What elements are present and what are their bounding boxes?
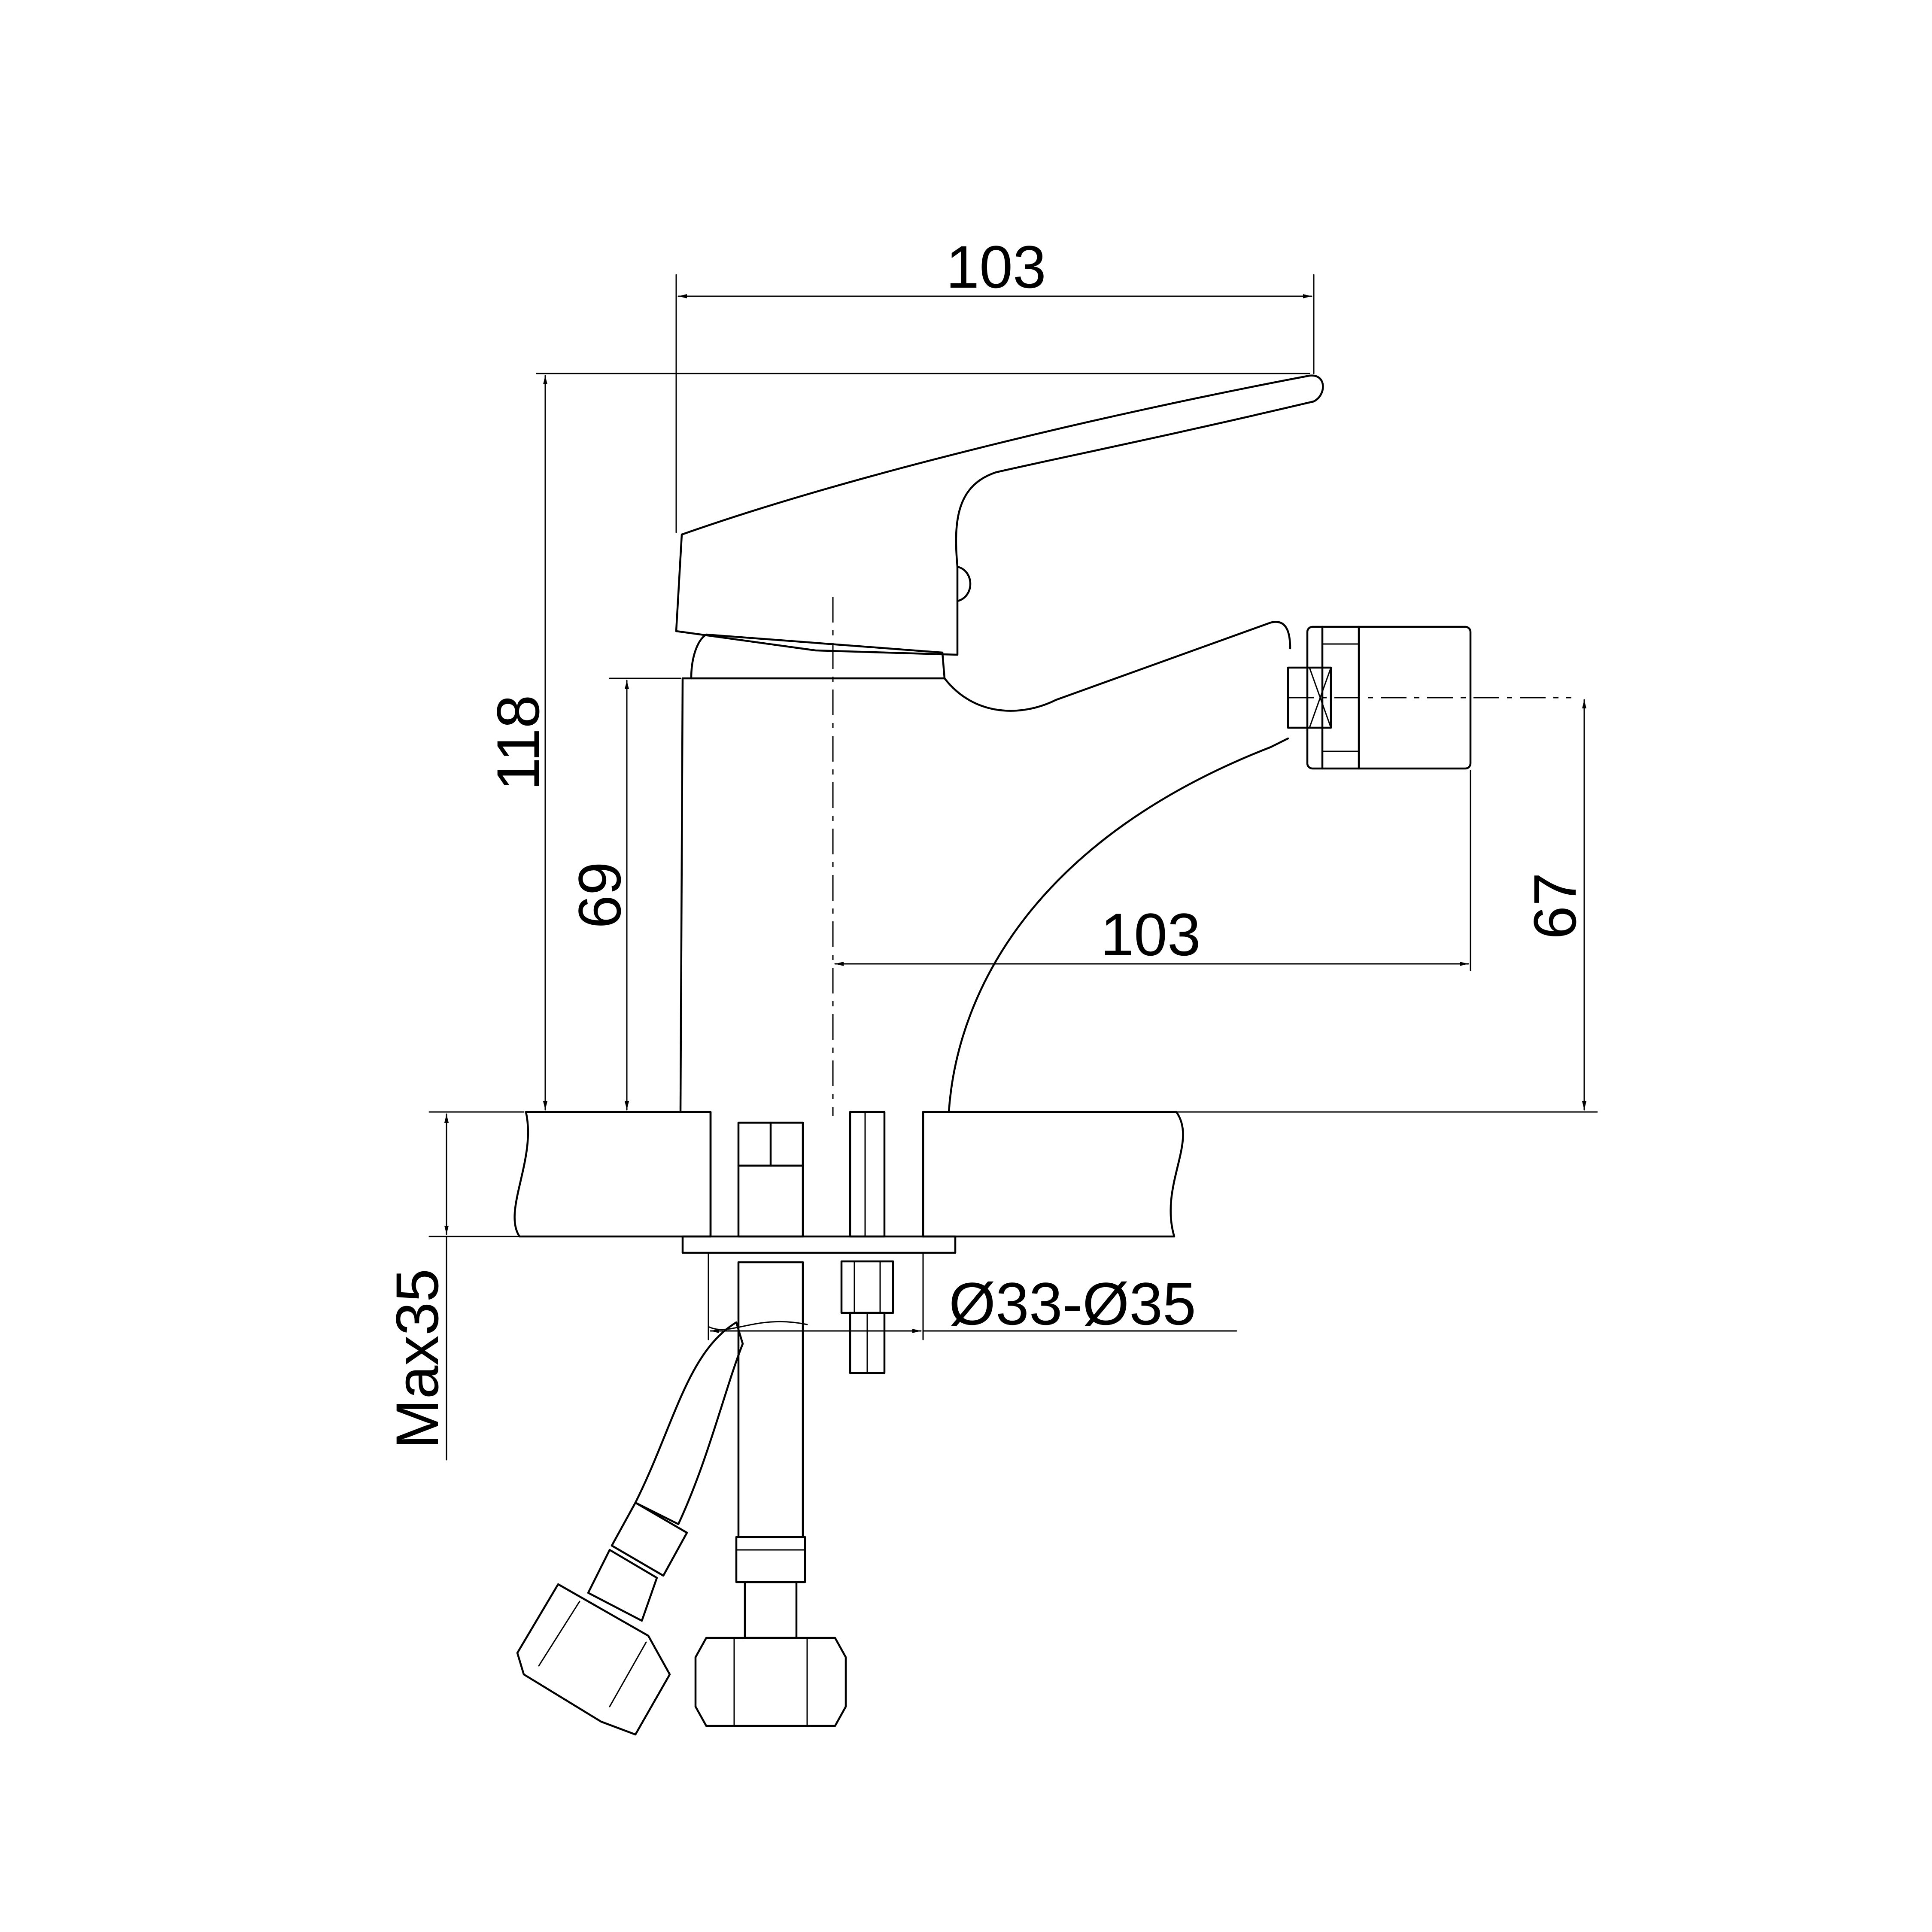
- dim-body-height: 69: [566, 862, 633, 929]
- handle-lever: [675, 374, 1324, 656]
- dim-max-thickness: Max35: [383, 1269, 451, 1449]
- dim-spout-reach: 103: [1100, 901, 1201, 968]
- supply-hoses: [516, 1261, 847, 1736]
- dim-handle-reach: 103: [946, 233, 1046, 301]
- faucet-body: [679, 621, 1291, 1113]
- dim-spout-height: 67: [1521, 872, 1589, 939]
- dim-hole-diameter: Ø33-Ø35: [949, 1270, 1196, 1337]
- countertop-section: [513, 1111, 1184, 1238]
- dimension-lines: [428, 274, 1598, 1461]
- dim-total-height: 118: [484, 695, 552, 790]
- mounting-hardware: [681, 1111, 957, 1374]
